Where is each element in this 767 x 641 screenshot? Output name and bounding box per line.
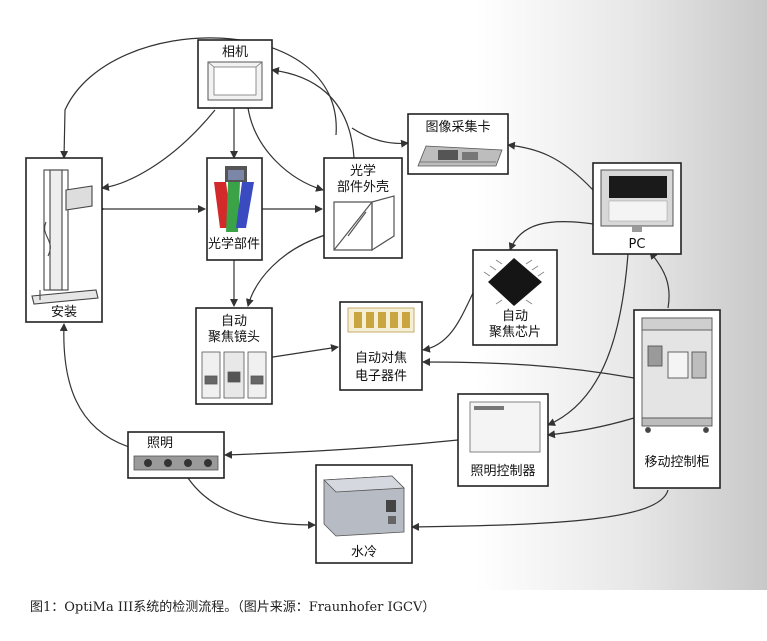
lighting-illustration [133, 455, 219, 471]
node-autofocus-electronics: 自动对焦 电子器件 [339, 301, 423, 391]
electronics-label-line2: 电子器件 [355, 369, 407, 384]
connector-focuschip-to-electronics [422, 292, 474, 353]
chip-illustration [483, 258, 545, 306]
node-optics: 光学部件 [206, 157, 263, 261]
cabinet-label: 移动控制柜 [644, 455, 709, 470]
housing-label-line2: 部件外壳 [337, 180, 389, 195]
connector-cabinet-to-pc [649, 251, 670, 309]
grabber-illustration [417, 145, 503, 167]
focus-lens-label-line1: 自动 [221, 314, 247, 329]
focus-chip-label-line2: 聚焦芯片 [489, 325, 541, 340]
housing-label-line1: 光学 [350, 163, 376, 179]
cooling-label: 水冷 [351, 545, 377, 560]
connector-camera-mount-loop [60, 37, 337, 159]
connector-lighting-cooling [180, 469, 316, 529]
focus-lens-label-line2: 聚焦镜头 [208, 330, 260, 345]
focus-chip-label-line1: 自动 [502, 309, 528, 324]
pc-monitor-illustration [600, 169, 674, 232]
connector-camera-to-housing [247, 107, 324, 192]
connector-pc-to-lightingctrl [547, 253, 629, 426]
optics-illustration [214, 166, 254, 232]
focus-lens-illustration [201, 351, 267, 399]
connector-housing-to-camera [271, 66, 355, 159]
connectors [59, 37, 670, 531]
node-lighting: 照明 [127, 431, 225, 479]
node-mount: 安装 [25, 157, 103, 323]
housing-illustration [333, 195, 395, 252]
connector-cabinet-to-lightingctrl [547, 417, 635, 439]
node-autofocus-lens: 自动 聚焦镜头 [195, 307, 273, 405]
cooling-illustration [323, 475, 405, 537]
node-control-cabinet: 移动控制柜 [633, 309, 721, 489]
connector-focuslens-electronics [265, 344, 339, 363]
mount-illustration [31, 169, 99, 305]
node-lighting-controller: 照明控制器 [457, 393, 549, 487]
node-autofocus-chip: 自动 聚焦芯片 [472, 249, 558, 346]
connector-housing-to-focuslens [245, 234, 326, 307]
flow-diagram: 相机 光学部件 光学 部件外壳 [25, 37, 721, 564]
node-camera: 相机 [197, 39, 273, 109]
camera-illustration [207, 61, 263, 101]
electronics-illustration [347, 307, 415, 333]
connector-housing-to-grabber [351, 127, 409, 148]
lighting-controller-label: 照明控制器 [470, 464, 535, 479]
connector-cabinet-to-electronics [422, 358, 635, 379]
connector-pc-to-grabber [507, 141, 594, 191]
connector-camera-to-mount [101, 109, 216, 192]
connector-lightingctrl-to-lighting [224, 439, 459, 459]
connector-pc-to-focuschip [508, 220, 607, 251]
camera-label: 相机 [222, 45, 248, 60]
lighting-controller-illustration [469, 401, 541, 453]
pc-label: PC [629, 237, 646, 252]
lighting-label: 照明 [147, 436, 173, 451]
electronics-label-line1: 自动对焦 [355, 351, 407, 366]
node-frame-grabber: 图像采集卡 [407, 113, 509, 175]
mount-label: 安装 [51, 305, 77, 320]
optics-label: 光学部件 [208, 236, 260, 252]
node-water-cooling: 水冷 [315, 464, 413, 564]
grabber-label: 图像采集卡 [425, 119, 490, 135]
connector-cabinet-to-cooling [411, 489, 669, 531]
node-pc: PC [592, 162, 682, 255]
cabinet-illustration [641, 317, 713, 433]
figure-caption: 图1：OptiMa III系统的检测流程。（图片来源：Fraunhofer IG… [30, 600, 436, 615]
connector-lighting-to-mount [59, 323, 133, 449]
node-optics-housing: 光学 部件外壳 [323, 157, 403, 259]
